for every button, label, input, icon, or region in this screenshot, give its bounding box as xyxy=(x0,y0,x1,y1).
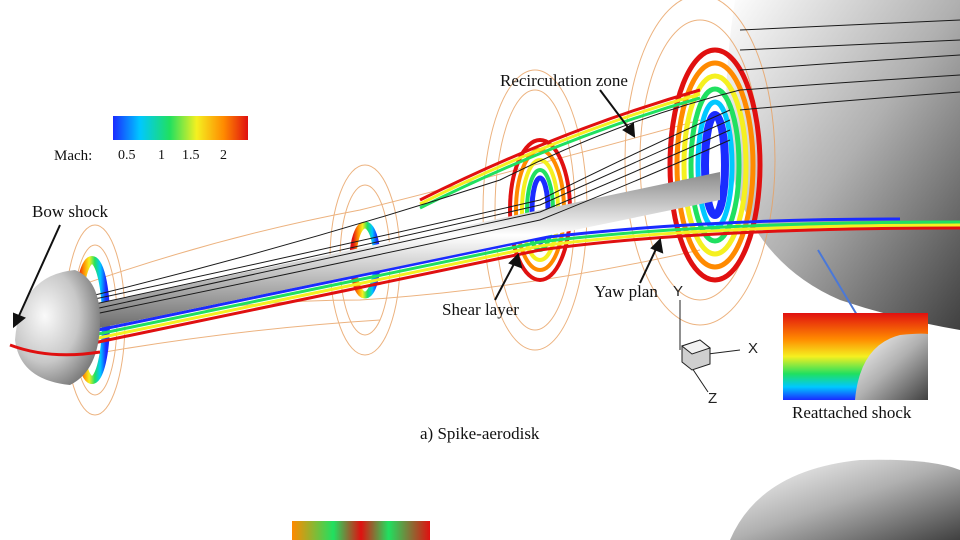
front-body-bands xyxy=(9,343,101,357)
streamlines xyxy=(89,19,960,316)
y-axis-label: Y xyxy=(673,283,684,300)
shear-layer xyxy=(59,88,960,352)
annotation-arrows xyxy=(13,89,664,329)
mach-rings xyxy=(74,47,763,384)
reattached-shock-label: Reattached shock xyxy=(792,403,912,422)
bow-shock-label: Bow shock xyxy=(32,202,109,221)
axis-triad xyxy=(679,300,741,393)
recirculation-zone-label: Recirculation zone xyxy=(500,71,628,90)
colorbar-tick: 2 xyxy=(220,148,227,163)
x-axis-label: X xyxy=(748,340,759,357)
z-axis-label: Z xyxy=(708,390,718,407)
main-body-bottom xyxy=(730,459,960,540)
colorbar-tick: 0.5 xyxy=(118,148,136,163)
colorbar-label: Mach: xyxy=(54,148,93,164)
colorbar-tick: 1 xyxy=(158,148,165,163)
spike xyxy=(90,172,720,330)
mach-colorbar xyxy=(113,116,248,140)
main-body-top xyxy=(726,0,960,330)
bottom-strip xyxy=(292,521,430,540)
front-body xyxy=(15,270,100,385)
shear-layer-label: Shear layer xyxy=(442,300,519,319)
yaw-plan-label: Yaw plan xyxy=(594,282,658,301)
colorbar-tick: 1.5 xyxy=(182,148,200,163)
figure-caption: a) Spike-aerodisk xyxy=(420,424,540,443)
reattached-shock-inset xyxy=(783,313,928,400)
